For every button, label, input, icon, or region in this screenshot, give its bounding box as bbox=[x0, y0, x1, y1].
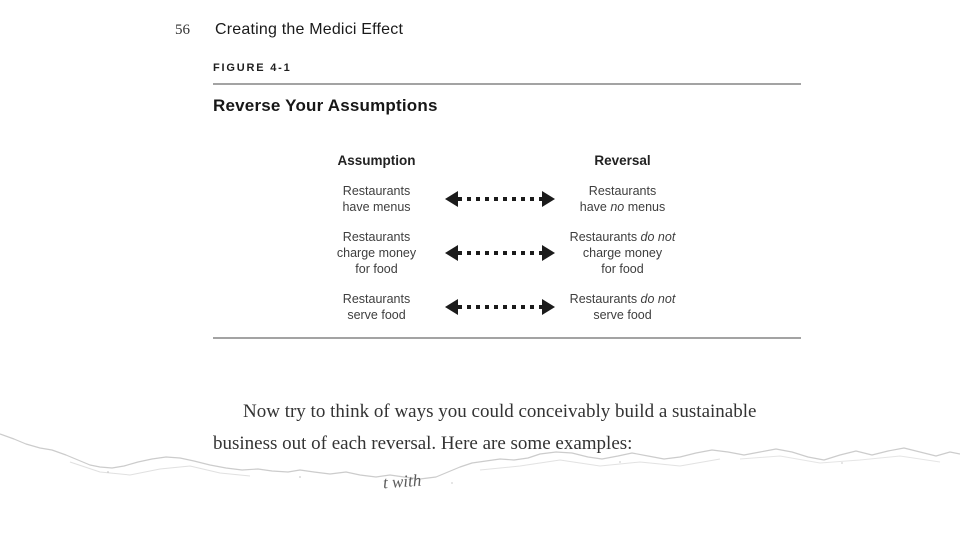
arrow-right-head-icon bbox=[541, 299, 555, 315]
assumption-cell: Restaurants have menus bbox=[315, 183, 438, 215]
cell-line: Restaurants bbox=[342, 292, 411, 306]
arrow-cell bbox=[438, 191, 561, 207]
cell-line: Restaurants bbox=[342, 184, 411, 198]
figure-header-row: Assumption Reversal bbox=[315, 153, 684, 169]
figure-block: FIGURE 4-1 Reverse Your Assumptions Assu… bbox=[213, 62, 801, 339]
figure-row: Restaurants serve food Restaurants do not… bbox=[315, 291, 684, 323]
figure-rule-bottom bbox=[213, 337, 801, 339]
assumption-cell: Restaurants charge money for food bbox=[315, 229, 438, 277]
cell-line: Restaurants bbox=[588, 184, 657, 198]
figure-title: Reverse Your Assumptions bbox=[213, 96, 438, 115]
arrow-left-head-icon bbox=[444, 191, 458, 207]
body-paragraph: Now try to think of ways you could conce… bbox=[213, 396, 756, 460]
dotted-double-arrow-icon bbox=[444, 245, 555, 261]
arrow-left-head-icon bbox=[444, 245, 458, 261]
reversal-cell: Restaurants do not charge money for food bbox=[561, 229, 684, 277]
body-line-2: business out of each reversal. Here are … bbox=[213, 433, 633, 454]
cell-line: Restaurants do not bbox=[569, 230, 676, 244]
arrow-dotted-line bbox=[457, 251, 542, 255]
arrow-dotted-line bbox=[457, 305, 542, 309]
arrow-right-head-icon bbox=[541, 245, 555, 261]
figure-label: FIGURE 4-1 bbox=[213, 62, 292, 74]
cell-line: for food bbox=[601, 262, 644, 276]
arrow-cell bbox=[438, 245, 561, 261]
dotted-double-arrow-icon bbox=[444, 299, 555, 315]
cell-line: Restaurants do not bbox=[569, 292, 676, 306]
cell-line: serve food bbox=[593, 308, 652, 322]
torn-fragment-text: t with bbox=[382, 470, 422, 493]
running-head-title: Creating the Medici Effect bbox=[215, 21, 404, 38]
figure-table: Assumption Reversal Restaurants have menu… bbox=[315, 153, 684, 323]
body-line-1: Now try to think of ways you could conce… bbox=[243, 401, 757, 422]
cell-line: serve food bbox=[347, 308, 406, 322]
dotted-double-arrow-icon bbox=[444, 191, 555, 207]
cell-line: have menus bbox=[342, 200, 411, 214]
column-header-assumption: Assumption bbox=[337, 153, 416, 168]
running-head: 56 Creating the Medici Effect bbox=[175, 21, 403, 39]
figure-rule-top bbox=[213, 83, 801, 85]
figure-row: Restaurants have menus Restaurants have no… bbox=[315, 183, 684, 215]
assumption-cell: Restaurants serve food bbox=[315, 291, 438, 323]
arrow-cell bbox=[438, 299, 561, 315]
reversal-cell: Restaurants have no menus bbox=[561, 183, 684, 215]
arrow-left-head-icon bbox=[444, 299, 458, 315]
column-header-reversal: Reversal bbox=[594, 153, 651, 168]
arrow-dotted-line bbox=[457, 197, 542, 201]
reversal-cell: Restaurants do not serve food bbox=[561, 291, 684, 323]
page-number: 56 bbox=[175, 22, 190, 38]
arrow-right-head-icon bbox=[541, 191, 555, 207]
figure-rows: Restaurants have menus Restaurants have no… bbox=[315, 183, 684, 323]
cell-line: for food bbox=[355, 262, 398, 276]
cell-line: charge money bbox=[336, 246, 417, 260]
cell-line: charge money bbox=[582, 246, 663, 260]
cell-line: have no menus bbox=[579, 200, 666, 214]
cell-line: Restaurants bbox=[342, 230, 411, 244]
figure-row: Restaurants charge money for food Restaura… bbox=[315, 229, 684, 277]
